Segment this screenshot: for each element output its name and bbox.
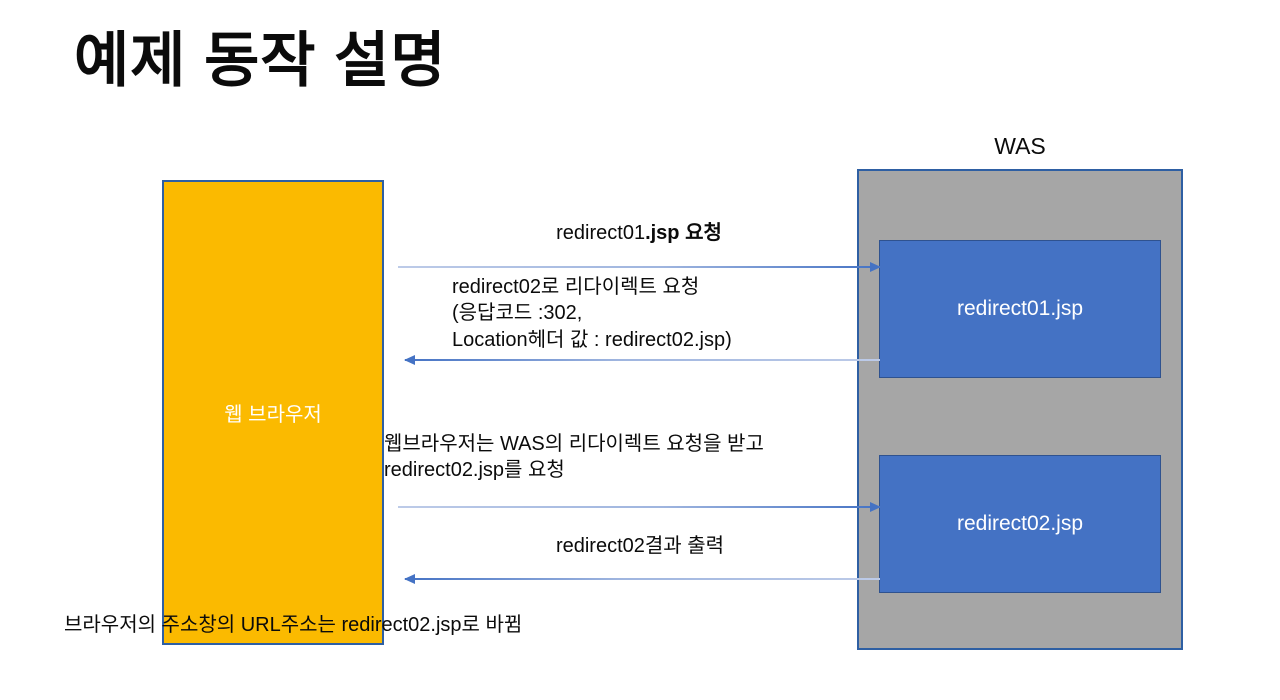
caption-text: 브라우저의 주소창의 URL주소는 redirect02.jsp로 바뀜	[64, 614, 523, 636]
jsp-box-redirect01: redirect01.jsp	[879, 240, 1161, 378]
arrow-shaft	[405, 578, 880, 580]
arrowhead-left-icon	[404, 574, 415, 584]
jsp-box-redirect02-label: redirect02.jsp	[956, 512, 1084, 535]
arrow-label-text-plain: redirect01	[556, 222, 646, 244]
arrow-label-redirect-response: redirect02로 리다이렉트 요청 (응답코드 :302, Locatio…	[452, 274, 732, 353]
arrow-shaft	[398, 506, 880, 508]
arrowhead-right-icon	[870, 262, 881, 272]
arrow-label-line: redirect02로 리다이렉트 요청	[452, 276, 700, 298]
arrow-result-output	[404, 574, 880, 584]
jsp-box-redirect01-label: redirect01.jsp	[956, 297, 1084, 320]
arrowhead-left-icon	[404, 355, 415, 365]
arrow-label-line: Location헤더 값 : redirect02.jsp)	[452, 328, 732, 351]
arrow-redirect-response	[404, 355, 880, 365]
arrow-label-line: redirect02.jsp를 요청	[384, 459, 565, 482]
arrow-label-text-bold: .jsp 요청	[645, 222, 722, 244]
arrow-shaft	[398, 266, 880, 268]
page-title: 예제 동작 설명	[74, 27, 447, 94]
arrow-shaft	[405, 359, 880, 361]
jsp-box-redirect02: redirect02.jsp	[879, 455, 1161, 593]
web-browser-box	[162, 180, 384, 645]
arrow-label-line: (응답코드 :302,	[452, 302, 583, 325]
web-browser-label: 웹 브라우저	[224, 404, 322, 426]
arrow-request-redirect02	[398, 502, 881, 512]
arrow-label-request-redirect02: 웹브라우저는 WAS의 리다이렉트 요청을 받고 redirect02.jsp를…	[384, 431, 764, 484]
arrowhead-right-icon	[870, 502, 881, 512]
arrow-label-line: 웹브라우저는 WAS의 리다이렉트 요청을 받고	[384, 433, 764, 455]
arrow-label-request-redirect01: redirect01.jsp 요청	[398, 220, 880, 246]
arrow-label-result-output: redirect02결과 출력	[555, 535, 725, 557]
was-title-label: WAS	[994, 133, 1046, 159]
arrow-request-redirect01	[398, 262, 881, 272]
